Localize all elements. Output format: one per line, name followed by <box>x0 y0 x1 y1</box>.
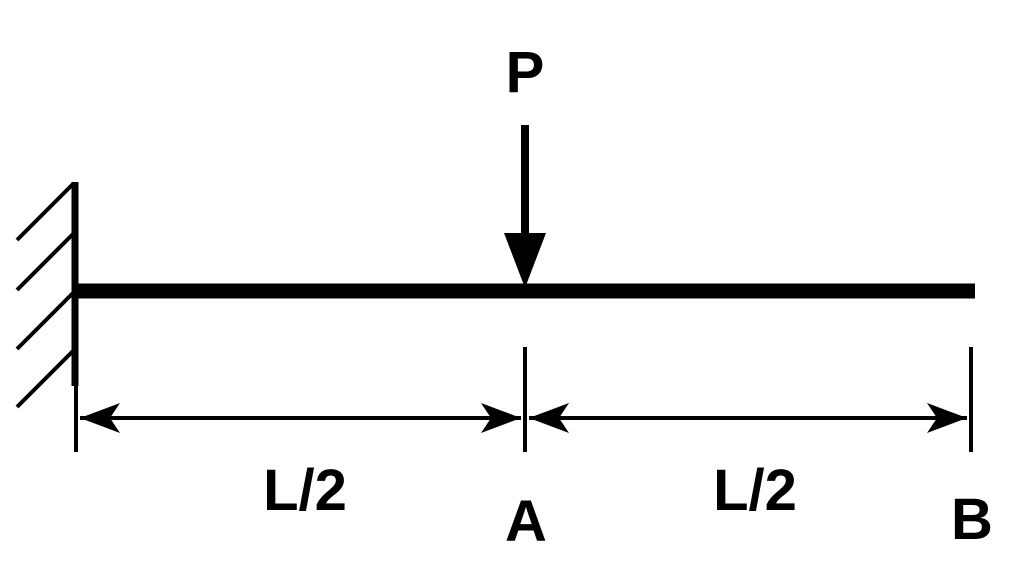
segment-right-label: L/2 <box>713 458 797 523</box>
dimension-lines <box>74 347 973 452</box>
segment-left-label: L/2 <box>263 458 347 523</box>
point-a-label: A <box>505 489 547 554</box>
fixed-support <box>15 181 79 409</box>
load-arrow <box>504 125 546 288</box>
wall-hatching <box>15 181 76 409</box>
point-b-label: B <box>951 487 993 552</box>
load-label: P <box>506 40 545 105</box>
